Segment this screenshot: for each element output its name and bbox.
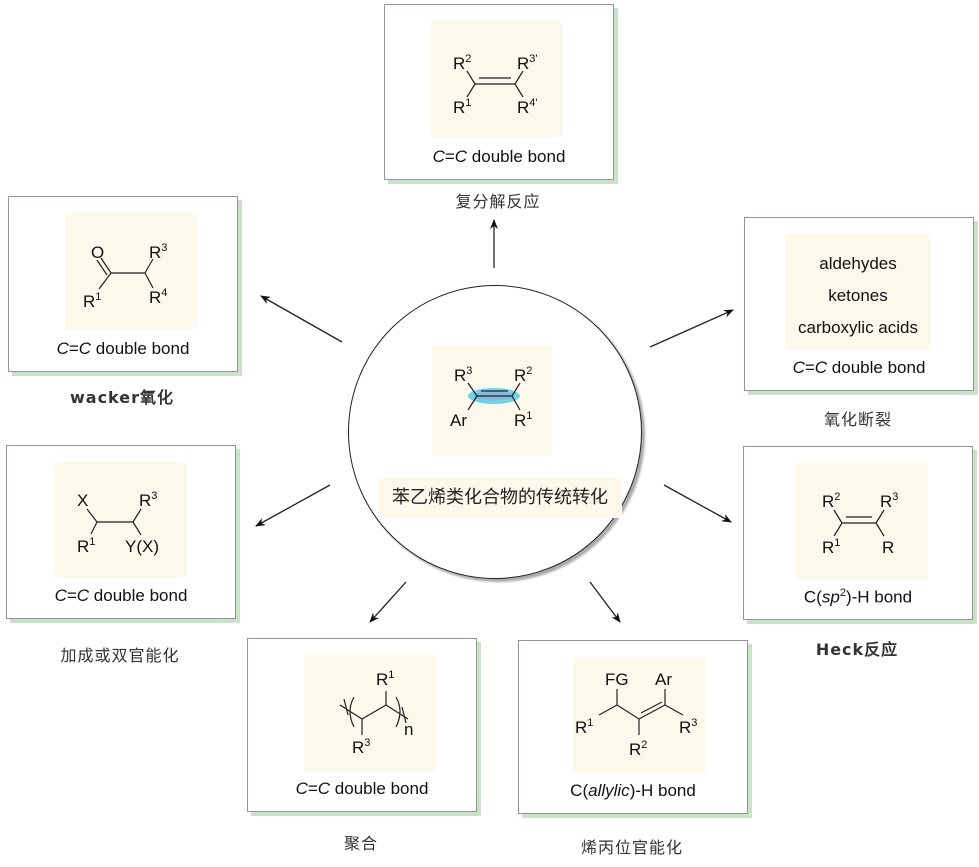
node-heck-box: R2 R3 R1 R C(sp2)-H bond bbox=[743, 446, 973, 620]
products-panel: aldehydes ketones carboxylic acids bbox=[785, 234, 931, 350]
polymer-structure: R1 R3 n bbox=[339, 669, 413, 757]
svg-text:Y(X): Y(X) bbox=[125, 537, 159, 556]
svg-text:R3: R3 bbox=[139, 490, 157, 510]
svg-text:R1: R1 bbox=[453, 97, 471, 117]
atom-r2: R2 bbox=[514, 365, 532, 385]
addition-structure: X R3 R1 Y(X) bbox=[77, 490, 159, 556]
svg-text:R: R bbox=[882, 538, 894, 557]
node-polymerization-box: R1 R3 n C=C double bond bbox=[247, 638, 477, 812]
node-caption: C=C double bond bbox=[432, 147, 566, 166]
svg-text:R1: R1 bbox=[83, 291, 101, 311]
svg-text:R2: R2 bbox=[453, 53, 471, 73]
node-oxidative-cleavage-label: 氧化断裂 bbox=[823, 410, 892, 429]
svg-text:R1: R1 bbox=[376, 669, 394, 689]
svg-text:FG: FG bbox=[605, 670, 629, 689]
heck-structure: R2 R3 R1 R bbox=[822, 491, 898, 557]
structure-panel: R2 R3 R1 R bbox=[796, 463, 928, 579]
svg-text:R2: R2 bbox=[629, 739, 647, 759]
svg-text:R4': R4' bbox=[517, 97, 538, 117]
structure-panel: R1 R3 n bbox=[304, 655, 436, 771]
svg-text:Ar: Ar bbox=[655, 670, 672, 689]
svg-text:R2: R2 bbox=[822, 491, 840, 511]
center-title: 苯乙烯类化合物的传统转化 bbox=[378, 478, 622, 518]
atom-r1: R1 bbox=[514, 410, 532, 430]
arrow-oxidative-cleavage bbox=[649, 309, 734, 348]
product-item: aldehydes bbox=[819, 254, 897, 273]
node-caption: C=C double bond bbox=[56, 339, 190, 358]
svg-text:R3: R3 bbox=[880, 491, 898, 511]
arrow-addition bbox=[255, 484, 331, 527]
svg-text:R1: R1 bbox=[77, 536, 95, 556]
product-item: ketones bbox=[828, 286, 888, 305]
node-metathesis-box: R2 R3' R1 R4' C=C double bond bbox=[384, 4, 614, 180]
node-wacker-box: O R3 R1 R4 C=C double bond bbox=[8, 196, 238, 372]
structure-panel: FG Ar R1 R3 R2 bbox=[573, 657, 705, 773]
node-wacker-label: wacker氧化 bbox=[69, 388, 175, 407]
allylic-structure: FG Ar R1 R3 R2 bbox=[575, 670, 697, 759]
node-oxidative-cleavage-box: aldehydes ketones carboxylic acids C=C d… bbox=[744, 217, 974, 391]
svg-text:O: O bbox=[91, 243, 104, 262]
arrow-wacker bbox=[260, 295, 343, 343]
product-item: carboxylic acids bbox=[798, 318, 918, 337]
ketone-structure: O R3 R1 R4 bbox=[83, 242, 167, 311]
node-addition-box: X R3 R1 Y(X) C=C double bond bbox=[6, 445, 236, 619]
node-caption: C=C double bond bbox=[295, 779, 429, 798]
arrow-allylic bbox=[589, 581, 621, 623]
atom-r3: R3 bbox=[454, 365, 472, 385]
center-structure-panel: R3 R2 Ar R1 bbox=[432, 346, 552, 456]
structure-panel: R2 R3' R1 R4' bbox=[431, 21, 563, 137]
node-caption: C=C double bond bbox=[792, 358, 926, 377]
styrene-structure: R3 R2 Ar R1 bbox=[450, 365, 532, 430]
svg-text:R1: R1 bbox=[822, 537, 840, 557]
arrow-heck bbox=[663, 484, 732, 523]
node-addition-label: 加成或双官能化 bbox=[60, 646, 180, 665]
svg-text:R1: R1 bbox=[575, 717, 593, 737]
products-list: aldehydes ketones carboxylic acids bbox=[785, 248, 931, 344]
arrow-polymerization bbox=[369, 581, 407, 623]
node-caption: C(allylic)-H bond bbox=[570, 781, 696, 800]
svg-text:n: n bbox=[404, 720, 413, 739]
atom-ar: Ar bbox=[450, 411, 467, 430]
structure-panel: X R3 R1 Y(X) bbox=[55, 462, 187, 578]
node-allylic-box: FG Ar R1 R3 R2 C(allylic)-H bond bbox=[518, 640, 748, 814]
svg-text:R4: R4 bbox=[149, 287, 167, 307]
node-metathesis-label: 复分解反应 bbox=[455, 192, 541, 211]
metathesis-structure: R2 R3' R1 R4' bbox=[453, 53, 538, 117]
svg-text:R3: R3 bbox=[352, 737, 370, 757]
node-caption: C=C double bond bbox=[54, 586, 188, 605]
structure-panel: O R3 R1 R4 bbox=[65, 213, 197, 329]
svg-text:R3: R3 bbox=[679, 717, 697, 737]
node-polymerization-label: 聚合 bbox=[343, 834, 378, 853]
node-caption: C(sp2)-H bond bbox=[803, 587, 913, 607]
svg-text:R3: R3 bbox=[149, 242, 167, 262]
node-heck-label: Heck反应 bbox=[815, 640, 899, 659]
node-allylic-label: 烯丙位官能化 bbox=[580, 838, 683, 857]
svg-text:X: X bbox=[77, 491, 88, 510]
svg-text:R3': R3' bbox=[517, 53, 538, 73]
